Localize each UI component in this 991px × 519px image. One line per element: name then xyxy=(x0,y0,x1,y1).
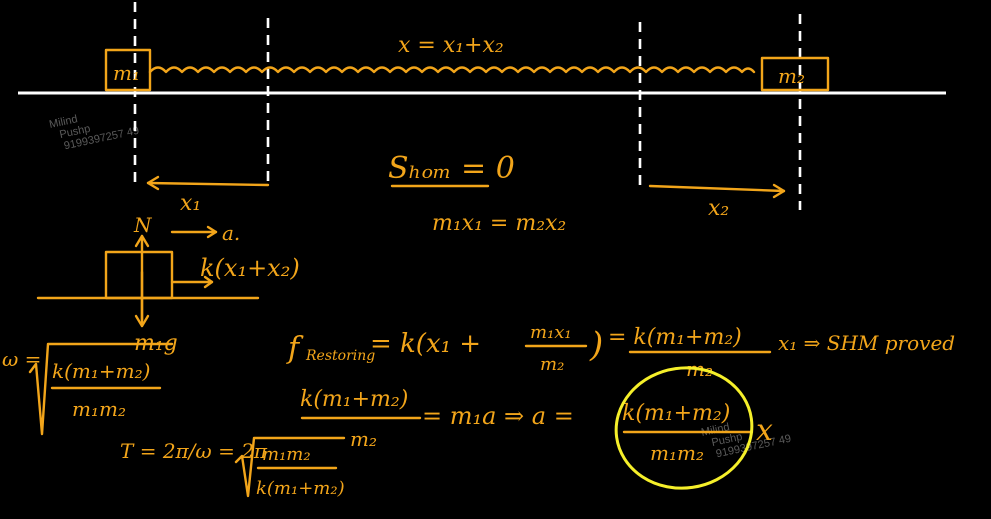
period-sqrt xyxy=(234,436,346,498)
spring-length-label: x = x₁+x₂ xyxy=(398,33,504,58)
watermark-top-left: Milind Pushp 9199397257 49 xyxy=(48,113,140,152)
restoring-result: x₁ ⇒ SHM proved xyxy=(778,331,955,355)
accel-rhs-den: m₁m₂ xyxy=(650,441,704,465)
arrow-x2 xyxy=(648,183,786,199)
highlight-circle xyxy=(614,366,754,490)
accel-mid: = m₁a ⇒ a = xyxy=(422,402,574,430)
displacement-x1-label: x₁ xyxy=(180,191,201,216)
fbd-weight-arrow xyxy=(134,270,150,328)
fbd-accel-arrow xyxy=(170,225,218,239)
period-numerator: m₁m₂ xyxy=(262,444,311,465)
spring xyxy=(148,66,756,74)
restoring-fraction-num: m₁x₁ xyxy=(530,322,572,343)
watermark-name: Milind xyxy=(48,113,79,131)
omega-denominator: m₁m₂ xyxy=(72,397,126,421)
accel-rhs-num: k(m₁+m₂) xyxy=(622,401,730,426)
omega-sqrt xyxy=(28,342,174,436)
restoring-force-subscript: Restoring xyxy=(305,348,375,364)
restoring-fraction-den: m₂ xyxy=(540,354,564,375)
displacement-x2-label: x₂ xyxy=(708,196,729,221)
fbd-spring-force-label: k(x₁+x₂) xyxy=(200,254,300,282)
accel-lhs-den: m₂ xyxy=(350,427,377,451)
block-m2 xyxy=(760,56,830,92)
period-lhs: T = 2π/ω = 2π xyxy=(120,439,268,463)
arrow-x1 xyxy=(146,175,270,191)
com-displacement: Sₕₒₘ = 0 xyxy=(388,151,515,186)
restoring-eq2-num: = k(m₁+m₂) xyxy=(608,325,742,350)
momentum-equation: m₁x₁ = m₂x₂ xyxy=(432,211,566,236)
block-m1 xyxy=(104,48,152,92)
fbd-block xyxy=(104,250,174,300)
restoring-force-expression: = k(x₁ + xyxy=(370,329,481,359)
block-m1-label: m₁ xyxy=(113,61,140,85)
restoring-close-paren: ) xyxy=(589,325,603,365)
fbd-accel-label: a. xyxy=(222,221,240,245)
fbd-spring-force-arrow xyxy=(170,275,214,289)
accel-x: x xyxy=(756,413,773,448)
period-denominator: k(m₁+m₂) xyxy=(256,478,345,499)
omega-numerator: k(m₁+m₂) xyxy=(52,359,150,383)
watermark-name-2: Milind xyxy=(700,421,731,439)
restoring-force-symbol: f xyxy=(286,331,304,366)
block-m2-label: m₂ xyxy=(778,64,805,88)
fbd-normal-label: N xyxy=(133,213,153,237)
accel-lhs-num: k(m₁+m₂) xyxy=(300,387,408,412)
